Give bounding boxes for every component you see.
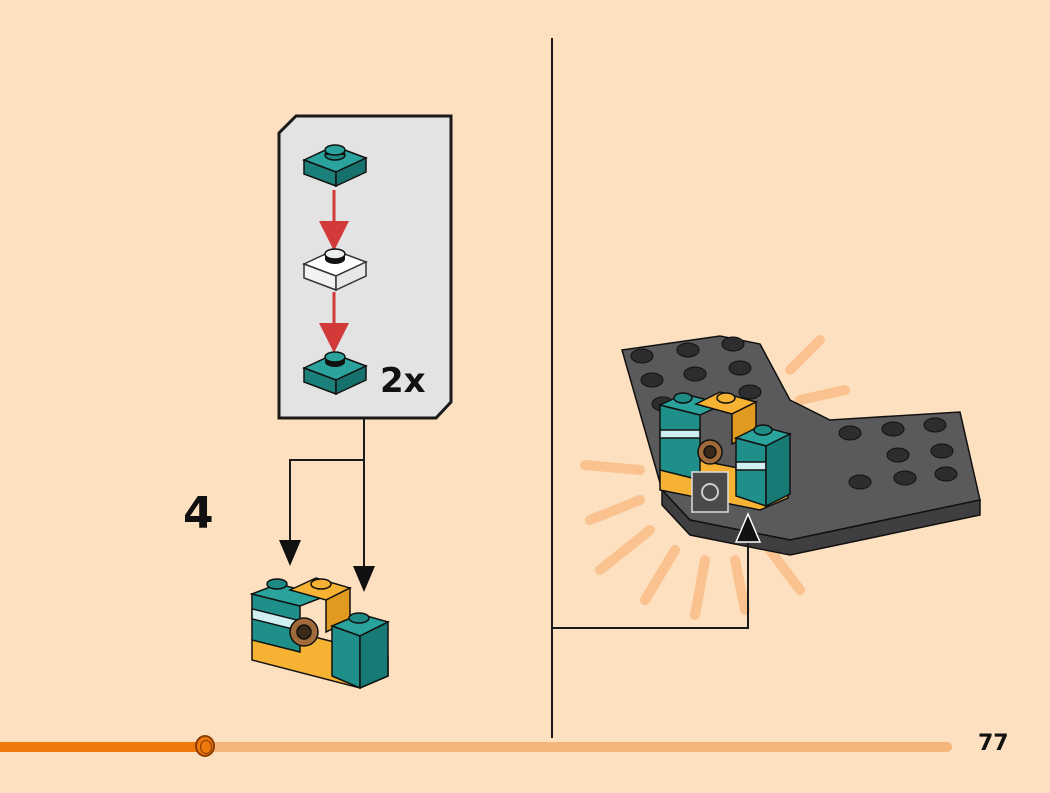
highlight-burst xyxy=(580,335,850,620)
down-arrow-icon xyxy=(353,566,375,592)
progress-track xyxy=(0,742,952,752)
page-number: 77 xyxy=(978,731,1009,756)
down-arrow-icon xyxy=(279,540,301,566)
callout-connector xyxy=(289,418,365,572)
placement-connector xyxy=(553,530,749,629)
camera-placed xyxy=(657,391,793,513)
up-arrow-icon xyxy=(734,512,762,543)
page-divider xyxy=(551,38,553,738)
teal-plate-bottom xyxy=(302,351,368,396)
progress-knob[interactable] xyxy=(195,735,215,757)
callout-quantity: 2x xyxy=(380,361,426,401)
progress-fill xyxy=(0,742,205,752)
teal-plate-top xyxy=(302,144,368,188)
camera-sub-assembly xyxy=(249,577,391,690)
clear-plate xyxy=(302,248,368,292)
step-number: 4 xyxy=(183,488,214,539)
